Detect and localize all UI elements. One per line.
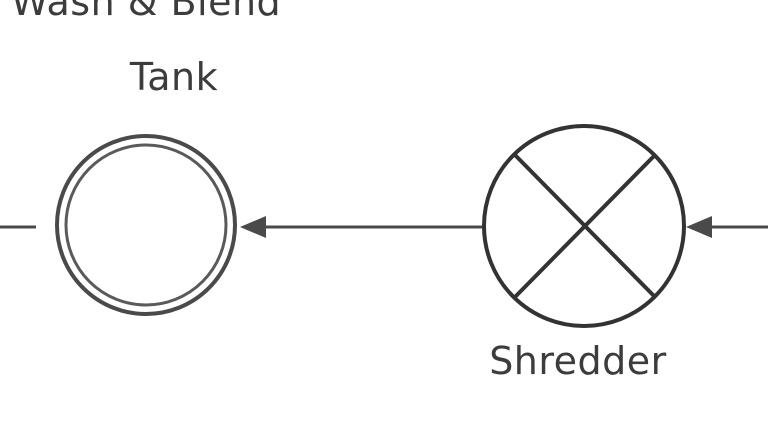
wash-blend-tank-symbol bbox=[55, 134, 237, 316]
tank-label-line1-text: Wash & Blend bbox=[10, 0, 282, 24]
shredder-label-text: Shredder bbox=[489, 339, 667, 383]
tank-label-line2-text: Tank bbox=[129, 55, 219, 99]
shredder-symbol bbox=[482, 124, 686, 328]
arrowhead-into-tank bbox=[240, 216, 266, 238]
arrowhead-into-shredder bbox=[686, 216, 712, 238]
